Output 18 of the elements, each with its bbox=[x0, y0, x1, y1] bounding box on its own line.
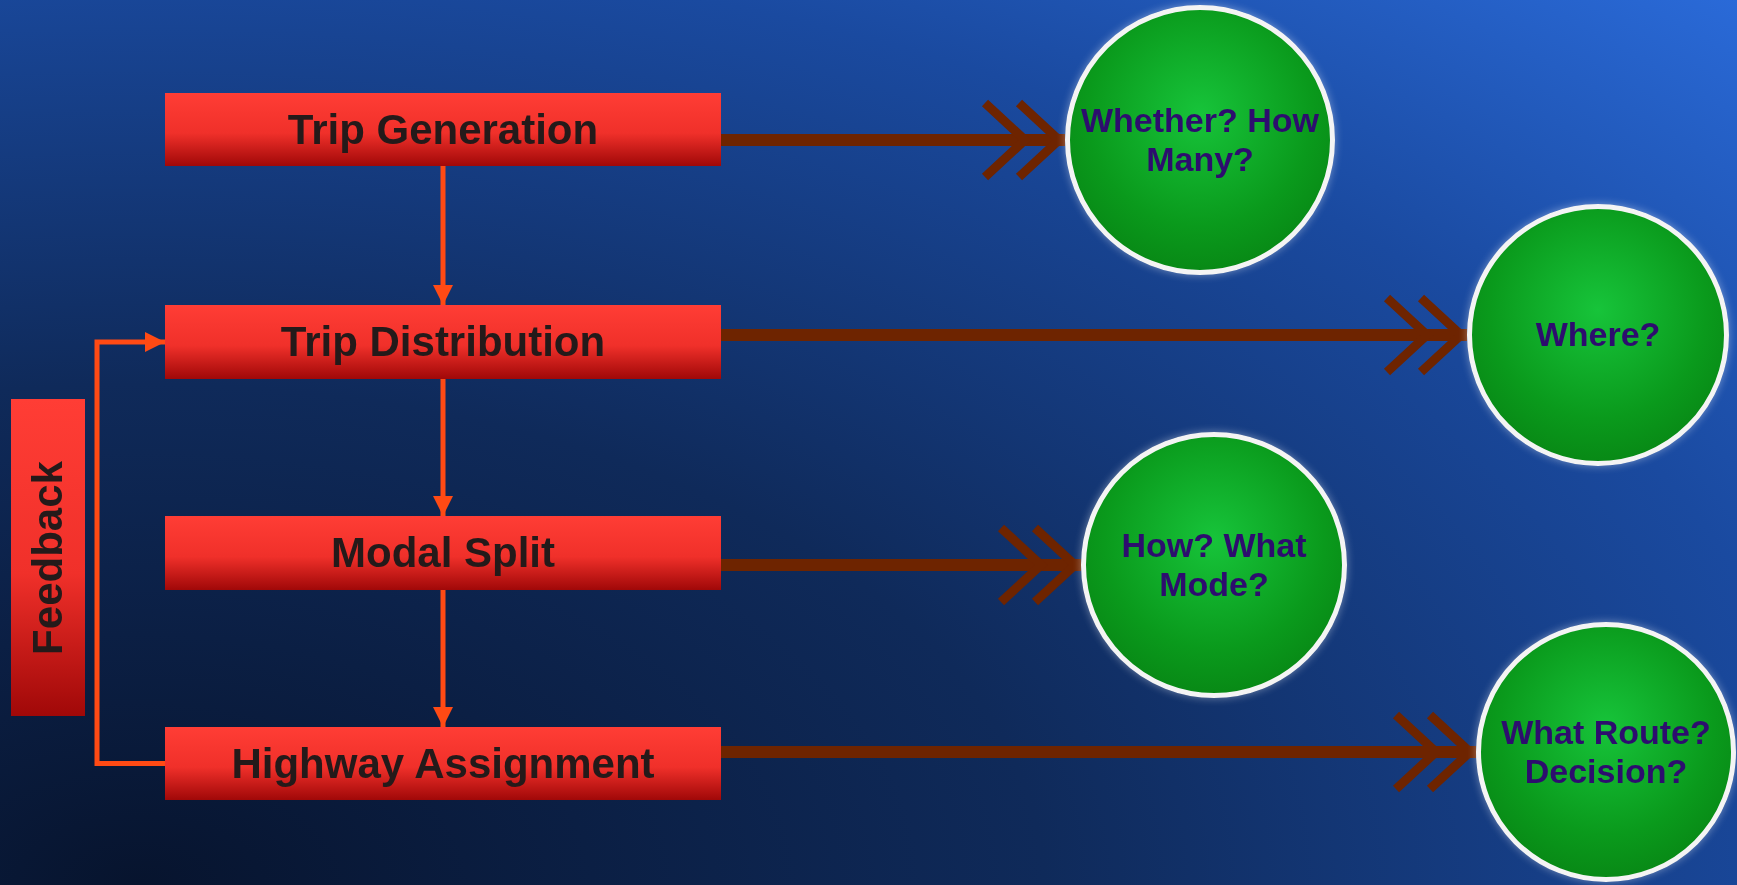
step-box bbox=[165, 727, 721, 800]
question-text: How? What Mode? bbox=[1120, 525, 1308, 605]
feedback-box bbox=[11, 399, 85, 716]
step-label: Feedback bbox=[24, 460, 72, 655]
question-text: Where? bbox=[1534, 315, 1662, 355]
question-text: What Route? Decision? bbox=[1500, 712, 1712, 792]
step-box bbox=[165, 305, 721, 379]
step-label: Modal Split bbox=[331, 529, 555, 577]
question-text: Whether? How Many? bbox=[1080, 100, 1320, 180]
step-box bbox=[165, 516, 721, 590]
step-label: Trip Generation bbox=[287, 105, 599, 154]
arrow bbox=[433, 379, 453, 516]
arrow bbox=[94, 332, 165, 766]
arrow bbox=[433, 166, 453, 305]
step-label: Highway Assignment bbox=[231, 739, 655, 788]
step-box bbox=[165, 93, 721, 166]
step-label: Trip Distribution bbox=[280, 318, 606, 366]
arrow bbox=[433, 590, 453, 727]
